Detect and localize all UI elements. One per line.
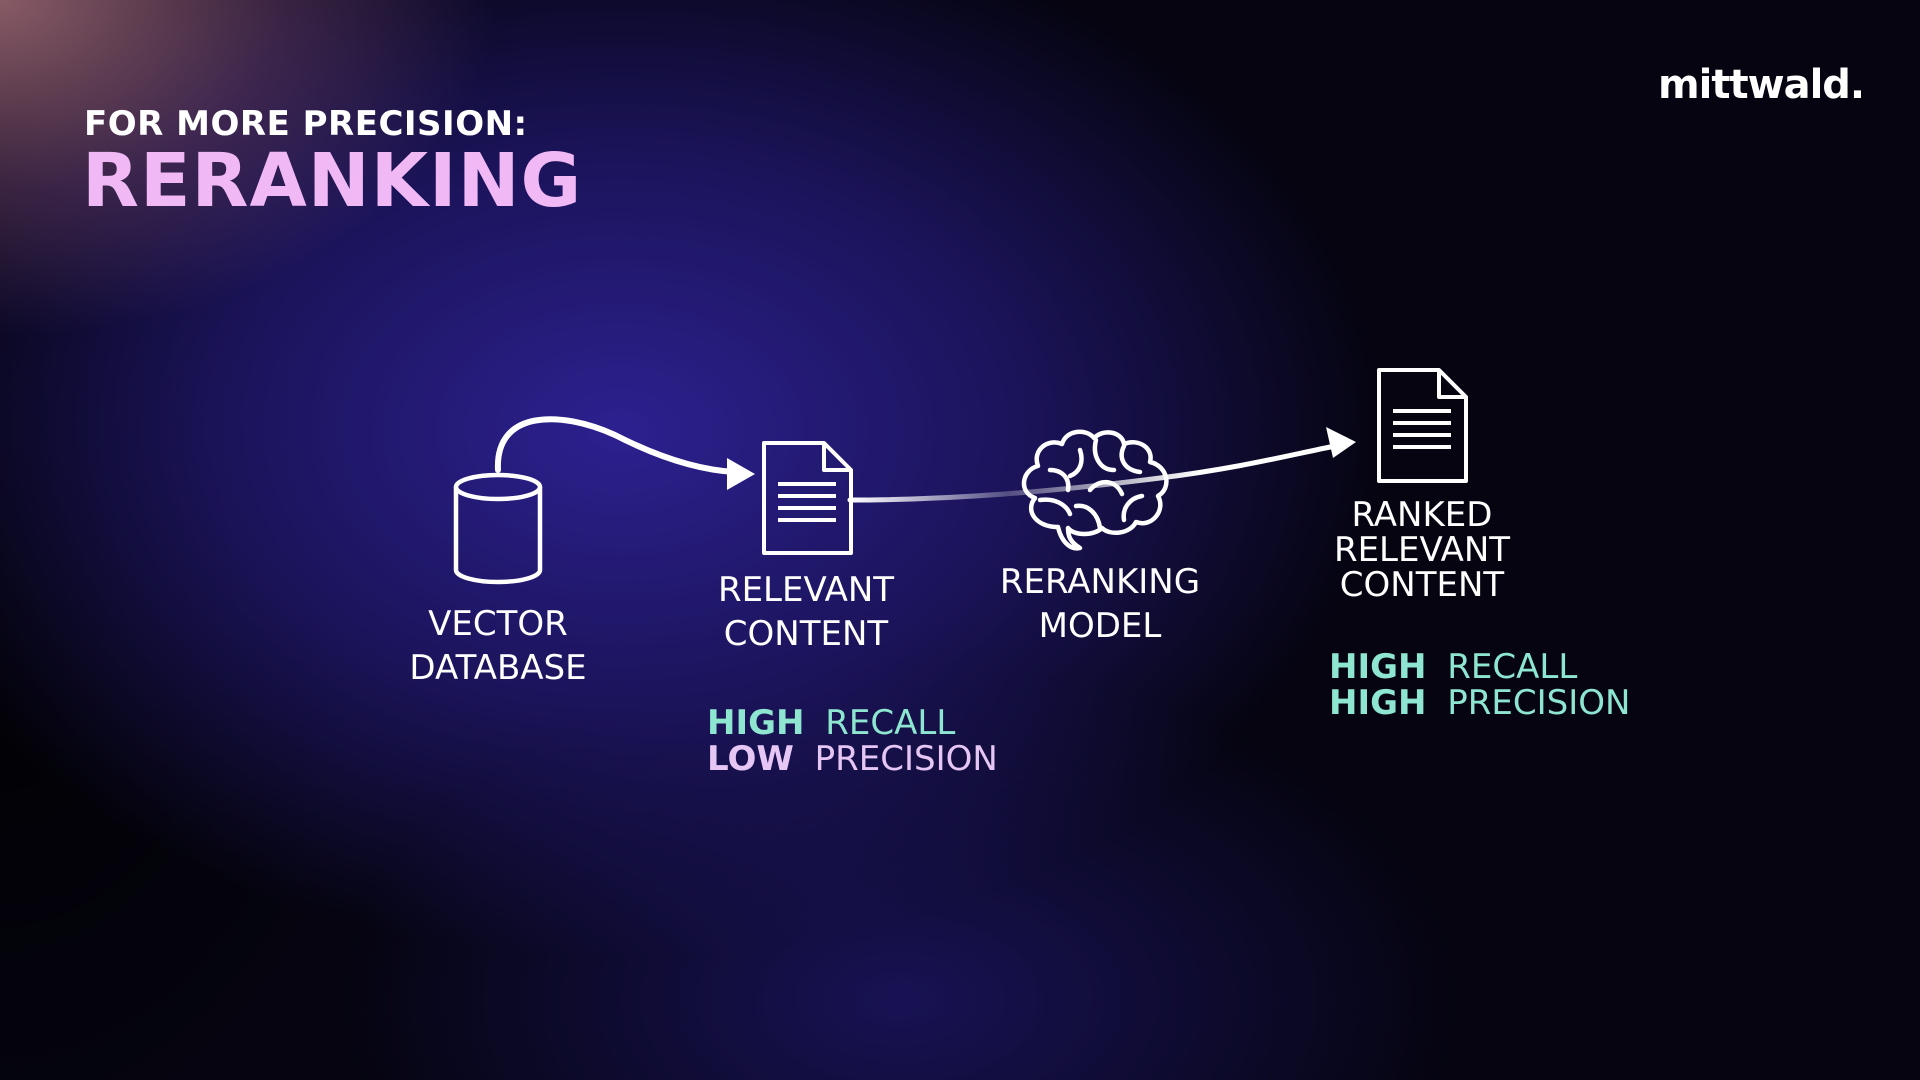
metric-precision: HIGH PRECISION <box>1329 683 1631 723</box>
document-icon <box>762 441 853 555</box>
metric-recall: HIGH RECALL <box>707 703 956 743</box>
metric-recall: HIGH RECALL <box>1329 647 1578 687</box>
brain-icon <box>1021 429 1169 551</box>
ranked-content-metrics: HIGH RECALL HIGH PRECISION <box>1329 649 1630 721</box>
arrow-head-icon <box>727 458 755 490</box>
arrow-head-icon <box>1326 427 1356 458</box>
arrow-db-to-relevant <box>494 416 738 475</box>
vector-database-label: VECTOR DATABASE <box>409 604 587 688</box>
document-icon <box>1377 368 1468 483</box>
brand-logo: mittwald. <box>1658 62 1865 108</box>
arrow-relevant-to-ranked <box>847 443 1338 503</box>
slide-title: RERANKING <box>82 138 583 224</box>
ranked-relevant-content-label: RANKED RELEVANT CONTENT <box>1333 495 1511 605</box>
slide-kicker: FOR MORE PRECISION: <box>84 104 528 144</box>
relevant-content-label: RELEVANT CONTENT <box>717 570 895 654</box>
relevant-content-metrics: HIGH RECALL LOW PRECISION <box>707 705 998 777</box>
metric-precision: LOW PRECISION <box>707 739 998 779</box>
reranking-model-label: RERANKING MODEL <box>999 562 1201 646</box>
cylinder-icon <box>453 472 543 585</box>
